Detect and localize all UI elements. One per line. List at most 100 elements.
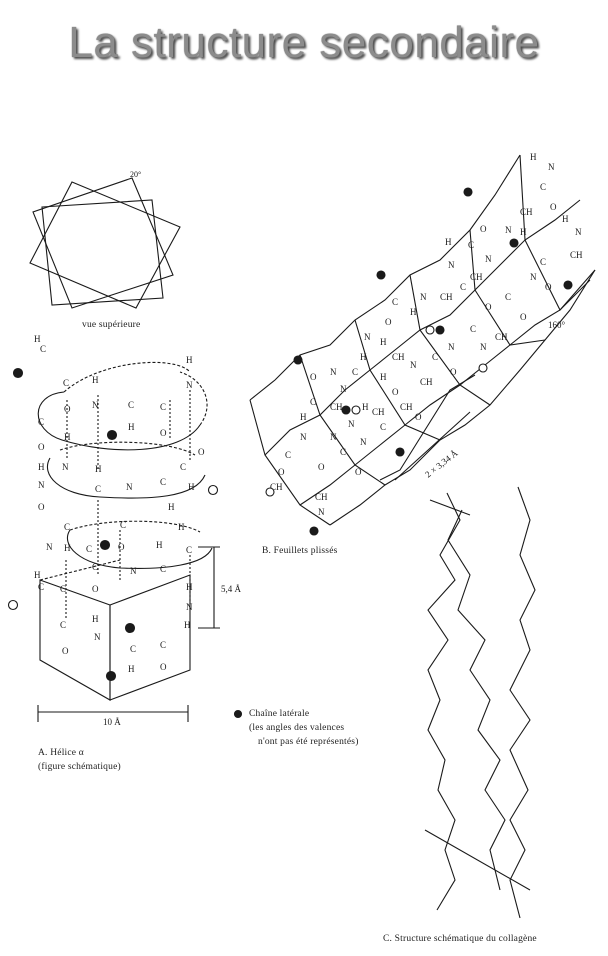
svg-text:O: O [198, 447, 205, 457]
svg-text:H: H [562, 214, 569, 224]
svg-text:C: C [160, 640, 166, 650]
svg-text:N: N [186, 380, 193, 390]
top-view-angle-label: 20° [130, 170, 141, 179]
svg-text:C: C [60, 620, 66, 630]
svg-text:N: N [575, 227, 582, 237]
legend-line-3: n'ont pas été représentés) [258, 737, 359, 747]
side-chain-legend-marker [233, 709, 243, 719]
svg-text:C: C [160, 477, 166, 487]
svg-text:H: H [64, 543, 71, 553]
svg-text:C: C [310, 397, 316, 407]
svg-text:H: H [92, 375, 99, 385]
svg-text:C: C [392, 297, 398, 307]
svg-text:H: H [520, 227, 527, 237]
svg-text:C: C [340, 447, 346, 457]
top-view-caption: vue supérieure [82, 320, 141, 330]
svg-text:O: O [310, 372, 317, 382]
svg-text:C: C [64, 522, 70, 532]
svg-text:C: C [285, 450, 291, 460]
svg-text:N: N [420, 292, 427, 302]
svg-text:N: N [92, 400, 99, 410]
svg-text:C: C [95, 484, 101, 494]
svg-text:O: O [62, 646, 69, 656]
sheet-spacing-label: 2 × 3,34 Å [423, 448, 460, 480]
collagen-caption: C. Structure schématique du collagène [383, 934, 537, 944]
svg-text:O: O [38, 442, 45, 452]
svg-text:C: C [380, 422, 386, 432]
svg-text:N: N [530, 272, 537, 282]
svg-text:O: O [355, 467, 362, 477]
svg-text:O: O [92, 584, 99, 594]
helix-caption-line-2: (figure schématique) [38, 762, 121, 772]
svg-text:H: H [380, 337, 387, 347]
svg-text:C: C [38, 582, 44, 592]
svg-text:N: N [38, 480, 45, 490]
svg-text:C: C [460, 282, 466, 292]
svg-text:CH: CH [440, 292, 453, 302]
svg-text:C: C [60, 584, 66, 594]
svg-text:H: H [410, 307, 417, 317]
svg-text:O: O [160, 428, 167, 438]
helix-width-label: 10 Å [103, 717, 121, 727]
svg-text:N: N [330, 367, 337, 377]
svg-text:CH: CH [570, 250, 583, 260]
svg-text:H: H [92, 614, 99, 624]
svg-text:N: N [448, 260, 455, 270]
svg-text:C: C [352, 367, 358, 377]
svg-text:N: N [330, 432, 337, 442]
sheet-angle-label: 160° [548, 320, 566, 330]
svg-text:C: C [470, 324, 476, 334]
svg-text:C: C [540, 257, 546, 267]
svg-text:O: O [415, 412, 422, 422]
svg-text:H: H [178, 522, 185, 532]
svg-text:CH: CH [495, 332, 508, 342]
svg-text:N: N [62, 462, 69, 472]
svg-text:N: N [94, 632, 101, 642]
svg-text:H: H [362, 402, 369, 412]
svg-text:O: O [118, 542, 125, 552]
svg-text:C: C [432, 352, 438, 362]
svg-text:N: N [364, 332, 371, 342]
pleated-sheet-diagram: HN CO CHN HH NCH CN OO CN CHH NC CHN HC … [249, 152, 596, 536]
svg-text:H: H [186, 355, 193, 365]
svg-text:C: C [40, 344, 46, 354]
svg-text:N: N [505, 225, 512, 235]
svg-text:O: O [38, 502, 45, 512]
svg-text:C: C [92, 562, 98, 572]
svg-text:C: C [160, 402, 166, 412]
svg-text:C: C [186, 545, 192, 555]
svg-text:H: H [34, 334, 41, 344]
svg-text:C: C [180, 462, 186, 472]
svg-text:CH: CH [400, 402, 413, 412]
sheet-caption: B. Feuillets plissés [262, 546, 338, 556]
svg-text:CH: CH [392, 352, 405, 362]
svg-text:N: N [126, 482, 133, 492]
svg-text:H: H [445, 237, 452, 247]
legend-line-1: Chaîne latérale [249, 709, 310, 719]
svg-text:H: H [530, 152, 537, 162]
svg-text:CH: CH [270, 482, 283, 492]
svg-text:O: O [392, 387, 399, 397]
svg-text:N: N [300, 432, 307, 442]
svg-text:C: C [120, 520, 126, 530]
svg-text:N: N [360, 437, 367, 447]
svg-text:CH: CH [420, 377, 433, 387]
svg-text:O: O [545, 282, 552, 292]
svg-text:C: C [160, 564, 166, 574]
helix-caption-line-1: A. Hélice α [38, 748, 84, 758]
svg-text:H: H [188, 482, 195, 492]
svg-text:N: N [46, 542, 53, 552]
svg-text:C: C [63, 378, 69, 388]
svg-text:H: H [38, 462, 45, 472]
svg-text:N: N [348, 419, 355, 429]
svg-text:H: H [184, 620, 191, 630]
svg-text:N: N [448, 342, 455, 352]
svg-text:O: O [450, 367, 457, 377]
svg-text:CH: CH [470, 272, 483, 282]
svg-text:C: C [38, 417, 44, 427]
svg-text:C: C [130, 644, 136, 654]
svg-text:CH: CH [330, 402, 343, 412]
svg-text:H: H [128, 422, 135, 432]
legend-line-2: (les angles des valences [249, 723, 345, 733]
svg-text:N: N [318, 507, 325, 517]
